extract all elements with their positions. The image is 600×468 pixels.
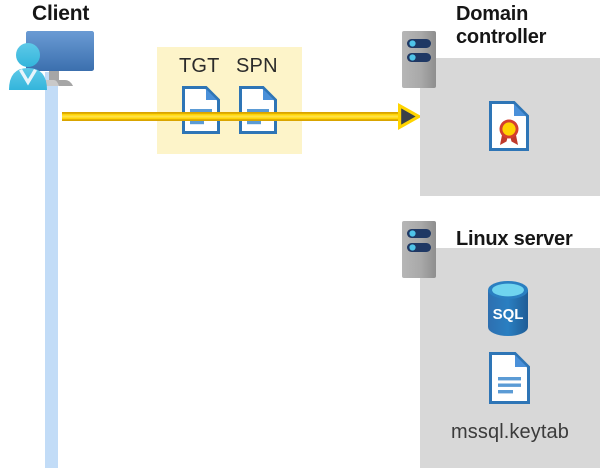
request-arrow-head xyxy=(398,103,422,130)
client-title: Client xyxy=(32,2,90,25)
spn-document-icon xyxy=(239,86,277,134)
domain-controller-server-tower-icon xyxy=(402,31,436,88)
user-computer-icon xyxy=(6,28,98,94)
linux-server-title: Linux server xyxy=(456,228,573,250)
sql-database-label: SQL xyxy=(493,306,524,323)
keytab-file-label: mssql.keytab xyxy=(451,421,569,443)
token-panel xyxy=(157,47,302,154)
sql-database-icon: SQL xyxy=(484,281,532,336)
domain-controller-title: Domain controller xyxy=(456,3,547,49)
tgt-label: TGT xyxy=(179,55,220,77)
linux-server-tower-icon xyxy=(402,221,436,278)
certificate-document-icon xyxy=(489,101,529,151)
keytab-document-icon xyxy=(489,352,530,404)
spn-label: SPN xyxy=(236,55,278,77)
tgt-document-icon xyxy=(182,86,220,134)
request-arrow-line xyxy=(62,112,407,121)
client-lifeline xyxy=(45,72,58,468)
